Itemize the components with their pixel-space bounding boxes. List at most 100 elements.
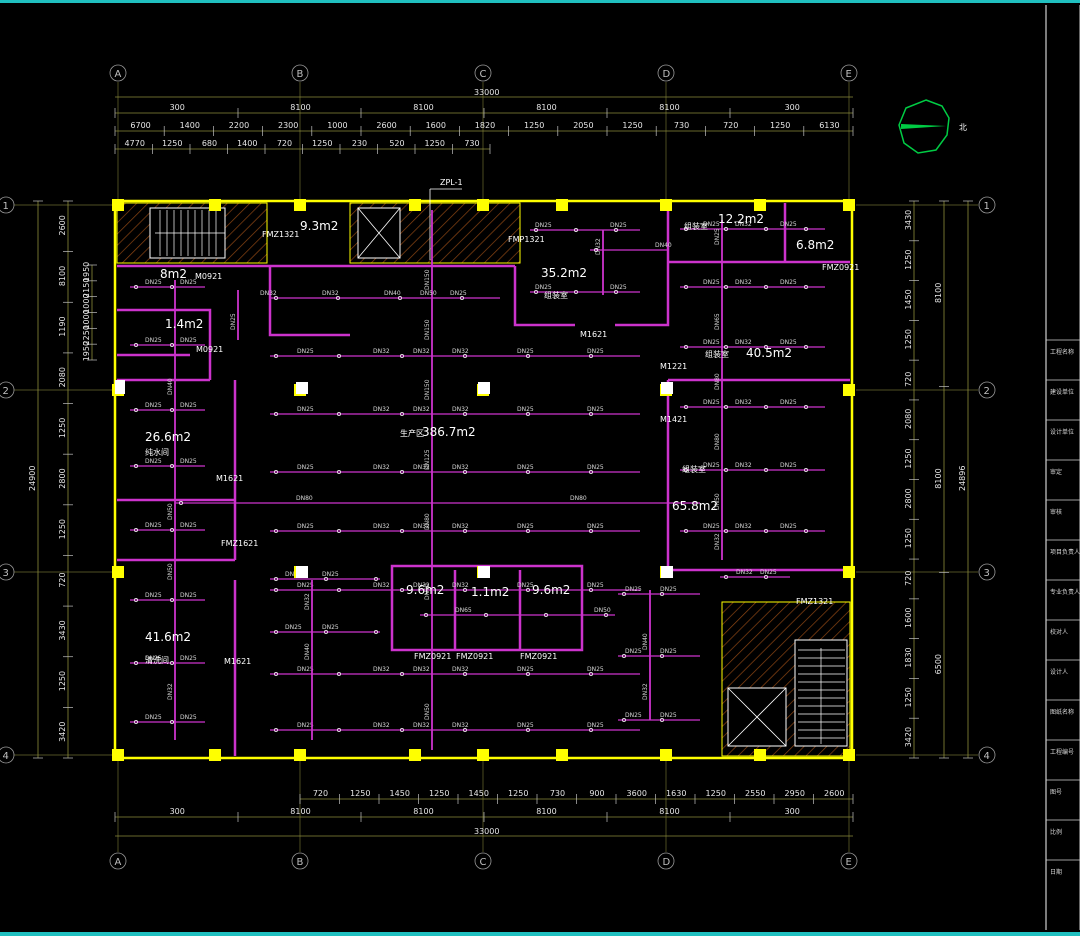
pipe-size-label: DN25 [703, 523, 720, 530]
dim-top-row3-label: 1250 [312, 139, 332, 148]
pipe-size-label: DN25 [714, 228, 721, 245]
dim-left-row1-label: 1250 [58, 418, 67, 438]
dim-left-row2-label: 2150 [82, 278, 91, 298]
sprinkler-head [574, 290, 578, 294]
pipe-size-label: DN32 [167, 683, 174, 700]
sprinkler-head [614, 290, 618, 294]
dim-left-row2-label: 1000 [82, 309, 91, 329]
pipe-size-label: DN25 [780, 339, 797, 346]
pipe-size-label: DN32 [413, 666, 430, 673]
axis-bubble [109, 64, 127, 82]
pipe-size-label: DN32 [413, 523, 430, 530]
axis-bubble [109, 852, 127, 870]
dim-left-row1-label: 2600 [58, 215, 67, 235]
sprinkler-head [337, 672, 341, 676]
dim-top-row1-label: 300 [785, 103, 800, 112]
title-block-field: 图号 [1050, 789, 1062, 796]
pipe-size-label: DN25 [180, 655, 197, 662]
column [112, 566, 124, 578]
pipe-size-label: DN25 [760, 569, 777, 576]
sprinkler-head [589, 412, 593, 416]
axis-bubble [474, 64, 492, 82]
dim-left-total-label: 24900 [28, 466, 37, 491]
title-block-field: 设计人 [1050, 668, 1068, 676]
pipe-size-label: DN25 [517, 582, 534, 589]
pipe-size-label: DN25 [610, 284, 627, 291]
pipe-size-label: DN25 [297, 582, 314, 589]
door-label: M1421 [660, 415, 687, 424]
axis-bubble [840, 64, 858, 82]
room-name-label: 组装室 [682, 464, 706, 474]
axis-bubble-label: D [663, 69, 671, 80]
axis-bubble-label: E [846, 857, 852, 868]
door-label: M1621 [216, 474, 243, 483]
sprinkler-head [134, 598, 138, 602]
column [843, 199, 855, 211]
title-block-field: 设计单位 [1050, 428, 1074, 436]
column [843, 749, 855, 761]
sprinkler-head [274, 630, 278, 634]
sprinkler-head [337, 529, 341, 533]
sprinkler-head [134, 408, 138, 412]
dim-top-row3-label: 680 [202, 139, 217, 148]
axis-bubble [657, 852, 675, 870]
riser-tag: ZPL-1 [429, 178, 463, 260]
sprinkler-head [724, 529, 728, 533]
pipe-size-label: DN25 [297, 722, 314, 729]
sprinkler-head [463, 588, 467, 592]
pipe-size-label: DN25 [450, 290, 467, 297]
dim-right-row1-label: 1600 [904, 608, 913, 628]
pipe-size-label: DN40 [384, 290, 401, 297]
dim-top-row1-label: 8100 [413, 103, 433, 112]
room-area-label: 1.1m2 [471, 585, 509, 599]
pipe-size-label: DN32 [452, 348, 469, 355]
room-area-label: 65.8m2 [672, 499, 718, 513]
dim-right-row1-label: 1830 [904, 647, 913, 667]
axis-bubble-label: A [115, 69, 122, 80]
sprinkler-head [622, 718, 626, 722]
dim-top-row2-label: 1400 [180, 121, 200, 130]
door-labels: FMZ1321 M0921 M0921 FMP1321 M1621 FMZ092… [195, 230, 859, 666]
sprinkler-head [400, 588, 404, 592]
sprinkler-head [400, 354, 404, 358]
axis-bubble [291, 64, 309, 82]
pipe-size-label: DN25 [322, 624, 339, 631]
sprinkler-head [764, 468, 768, 472]
pipe-size-label: DN25 [780, 399, 797, 406]
dim-right-row1-label: 1250 [904, 448, 913, 468]
pipe-size-label: DN25 [145, 279, 162, 286]
sprinkler-head [134, 528, 138, 532]
room-area-label: 6.8m2 [796, 238, 834, 252]
sprinkler-head [400, 412, 404, 416]
sprinkler-head [274, 470, 278, 474]
pipe-size-label: DN25 [625, 586, 642, 593]
pipe-size-label: DN25 [145, 458, 162, 465]
dim-bottom-row2-label: 900 [589, 789, 604, 798]
pipe-size-label: DN32 [322, 290, 339, 297]
pipe-size-label: DN25 [703, 279, 720, 286]
axis-bubble-label: B [297, 857, 304, 868]
pipe-size-label: DN32 [595, 238, 602, 255]
sprinkler-head [337, 588, 341, 592]
pipe-size-label: DN32 [714, 533, 721, 550]
pipe-size-label: DN25 [535, 284, 552, 291]
sprinkler-head [589, 529, 593, 533]
north-arrow: 北 [898, 99, 967, 154]
pipe-size-label: DN25 [625, 648, 642, 655]
dim-top-row2-label: 1600 [426, 121, 446, 130]
sprinkler-head [274, 672, 278, 676]
sprinkler-head [526, 412, 530, 416]
sprinkler-head [463, 529, 467, 533]
pipe-size-label: DN25 [660, 586, 677, 593]
room-area-label: 40.5m2 [746, 346, 792, 360]
pipe-size-label: DN25 [517, 666, 534, 673]
dim-bottom-row1-label: 8100 [290, 807, 310, 816]
sprinkler-head [684, 405, 688, 409]
dim-right-row1-label: 1450 [904, 289, 913, 309]
pipe-size-label: DN150 [424, 319, 431, 340]
room-area-label: 35.2m2 [541, 266, 587, 280]
dim-right-row2-label: 6500 [934, 654, 943, 674]
north-label: 北 [959, 123, 967, 132]
